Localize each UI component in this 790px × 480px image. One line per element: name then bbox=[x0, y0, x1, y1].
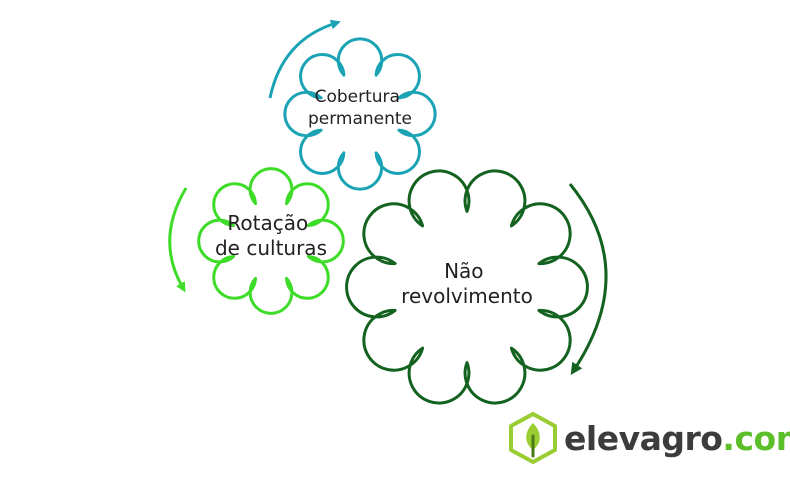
gear-revolvimento-line-1: Não bbox=[444, 259, 483, 283]
gear-cobertura-label: Cobertura permanente bbox=[308, 87, 412, 129]
gear-revolvimento-line-2: revolvimento bbox=[401, 284, 533, 308]
cycle-arrow-lime bbox=[168, 187, 188, 293]
gear-cobertura-line-2: permanente bbox=[308, 109, 412, 129]
leaf-hexagon-icon bbox=[509, 412, 557, 464]
gear-revolvimento-shape bbox=[345, 169, 589, 405]
gear-rotacao-line-1: Rotação bbox=[227, 211, 308, 235]
gear-rotacao-line-2: de culturas bbox=[215, 236, 327, 260]
cycle-arrow-dark bbox=[568, 183, 608, 376]
gear-cobertura: Cobertura permanente bbox=[283, 37, 437, 191]
gear-cobertura-line-1: Cobertura bbox=[315, 87, 400, 107]
elevagro-logo: elevagro.com bbox=[508, 412, 790, 464]
gear-rotacao: Rotação de culturas bbox=[197, 167, 345, 315]
gear-revolvimento-label: Não revolvimento bbox=[401, 259, 533, 308]
gear-cobertura-shape bbox=[283, 37, 437, 191]
logo-word-suffix: .com bbox=[722, 418, 790, 458]
gear-rotacao-shape bbox=[197, 167, 345, 315]
gear-rotacao-label: Rotação de culturas bbox=[215, 211, 327, 260]
logo-wordmark: elevagro.com bbox=[564, 422, 790, 455]
logo-word-main: elevagro bbox=[564, 418, 723, 458]
cycle-arrow-teal bbox=[268, 19, 341, 99]
gear-revolvimento: Não revolvimento bbox=[345, 169, 589, 405]
